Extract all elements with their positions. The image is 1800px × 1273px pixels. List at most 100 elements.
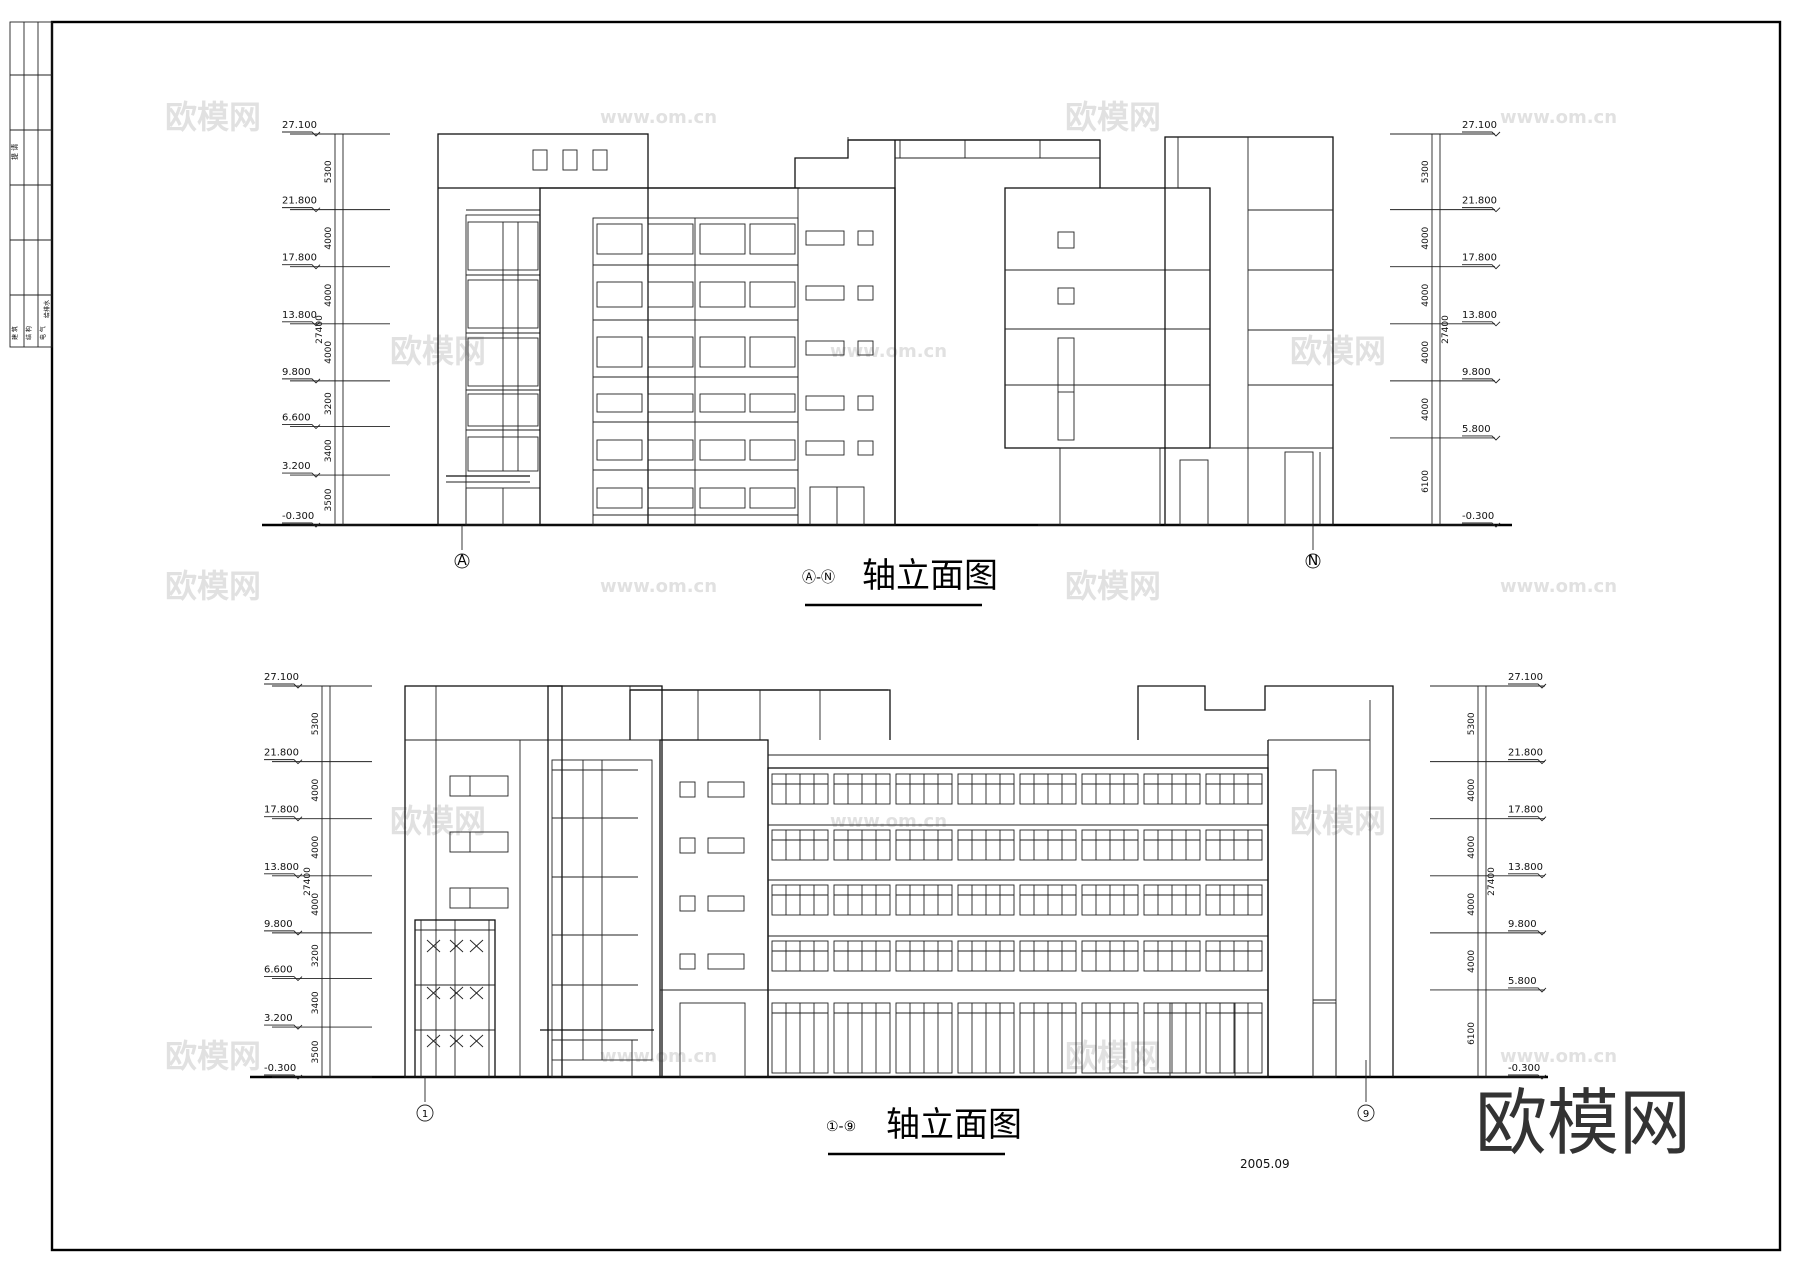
dimension-label: 4000 (1467, 950, 1477, 973)
elevation-1-9: 1 9 ①-⑨ 轴立面图 (250, 685, 1548, 1156)
dimension-label: 4000 (1421, 284, 1431, 307)
level-marker (1462, 264, 1501, 270)
dimension-label: 3400 (311, 991, 321, 1014)
watermark: 欧模网 (1290, 332, 1386, 370)
level-marker (264, 816, 303, 822)
level-marker (282, 207, 321, 213)
level-marker (264, 1074, 303, 1080)
watermark: 欧模网 (1065, 98, 1161, 136)
level-label: -0.300 (1462, 511, 1494, 522)
dimension-label: 5300 (1467, 712, 1477, 735)
level-marker (282, 321, 321, 327)
level-marker (1462, 321, 1501, 327)
level-marker (264, 873, 303, 879)
sheet-border (50, 20, 1782, 1252)
total-height-label: 27400 (303, 867, 313, 896)
watermark-url: www.om.cn (1500, 107, 1617, 128)
level-marker (1462, 435, 1501, 441)
title-block-label-4: 电 气 (39, 326, 47, 340)
dimension-label: 5300 (1421, 160, 1431, 183)
total-height-label: 27400 (1441, 315, 1451, 344)
level-marker (1462, 131, 1501, 137)
level-marker (1508, 683, 1547, 689)
level-label: 3.200 (264, 1013, 293, 1024)
dimension-label: 4000 (324, 341, 334, 364)
level-label: 9.800 (264, 919, 293, 930)
watermark-url: www.om.cn (600, 1046, 717, 1067)
level-label: 9.800 (1462, 367, 1491, 378)
dimension-label: 5300 (311, 712, 321, 735)
level-label: -0.300 (1508, 1063, 1540, 1074)
classroom-window-grid (771, 773, 1263, 1074)
level-marker (1508, 987, 1547, 993)
dimension-label: 4000 (1467, 778, 1477, 801)
dimension-label: 5300 (324, 160, 334, 183)
level-label: 3.200 (282, 461, 311, 472)
axis-bubble-n (1305, 553, 1321, 569)
axis-label-n: N (1308, 553, 1318, 569)
level-label: 17.800 (1508, 805, 1543, 816)
level-label: 5.800 (1462, 424, 1491, 435)
dimension-label: 4000 (1467, 893, 1477, 916)
dimension-label: 6100 (1467, 1022, 1477, 1045)
level-label: 9.800 (1508, 919, 1537, 930)
watermark: 欧模网 (1290, 802, 1386, 840)
watermark-url: www.om.cn (600, 576, 717, 597)
watermark: 欧模网 (1065, 1037, 1161, 1075)
axis-bubble-9 (1357, 1104, 1375, 1122)
level-markers-top-left: 27.10021.80017.80013.8009.8006.6003.200-… (282, 120, 390, 528)
level-marker (1508, 930, 1547, 936)
level-marker (264, 1024, 303, 1030)
level-label: 27.100 (1462, 120, 1497, 131)
level-label: 13.800 (1462, 310, 1497, 321)
level-label: -0.300 (282, 511, 314, 522)
dimension-label: 3400 (324, 439, 334, 462)
level-marker (1508, 816, 1547, 822)
level-marker (282, 424, 321, 430)
level-label: 27.100 (264, 672, 299, 683)
level-marker (1508, 873, 1547, 879)
elevation-title: 轴立面图 (886, 1105, 1022, 1145)
dimension-label: 4000 (311, 778, 321, 801)
axis-label-a: A (457, 553, 467, 569)
level-marker (282, 522, 321, 528)
total-height-label: 27400 (1487, 867, 1497, 896)
level-marker (264, 976, 303, 982)
level-marker (1508, 1074, 1547, 1080)
elevation-title-axis-range: Ⓐ-Ⓝ (802, 570, 835, 586)
level-label: 6.600 (264, 965, 293, 976)
dimension-label: 4000 (311, 836, 321, 859)
title-block: 提 请 建 筑 结 构 电 气 给排水 (9, 21, 53, 348)
title-block-label-3: 结 构 (25, 326, 33, 340)
axis-label-1: 1 (422, 1109, 428, 1120)
site-logo: 欧模网 (1475, 1081, 1691, 1165)
total-height-label: 27400 (315, 315, 325, 344)
level-label: 13.800 (264, 862, 299, 873)
level-label: 13.800 (1508, 862, 1543, 873)
level-label: 17.800 (282, 253, 317, 264)
watermark: 欧模网 (165, 567, 261, 605)
dimension-label: 3500 (311, 1040, 321, 1063)
dimension-label: 4000 (1421, 226, 1431, 249)
elevation-title-axis-range: ①-⑨ (826, 1119, 856, 1135)
level-marker (1462, 522, 1501, 528)
watermark-url: www.om.cn (600, 107, 717, 128)
dimension-label: 4000 (324, 226, 334, 249)
level-label: 27.100 (1508, 672, 1543, 683)
axis-label-9: 9 (1363, 1109, 1369, 1120)
dimension-label: 4000 (311, 893, 321, 916)
level-marker (282, 472, 321, 478)
axis-bubble-1 (416, 1104, 434, 1122)
level-marker (282, 131, 321, 137)
watermark-url: www.om.cn (1500, 576, 1617, 597)
level-label: 21.800 (1462, 196, 1497, 207)
level-markers-bottom-right: 27.10021.80017.80013.8009.8005.800-0.300… (1430, 672, 1547, 1080)
watermark-url: www.om.cn (830, 811, 947, 832)
level-label: 27.100 (282, 120, 317, 131)
level-label: 13.800 (282, 310, 317, 321)
level-label: 5.800 (1508, 976, 1537, 987)
level-markers-top-right: 27.10021.80017.80013.8009.8005.800-0.300… (1390, 120, 1501, 528)
watermark-url: www.om.cn (830, 341, 947, 362)
title-block-label-1: 提 请 (10, 144, 19, 160)
